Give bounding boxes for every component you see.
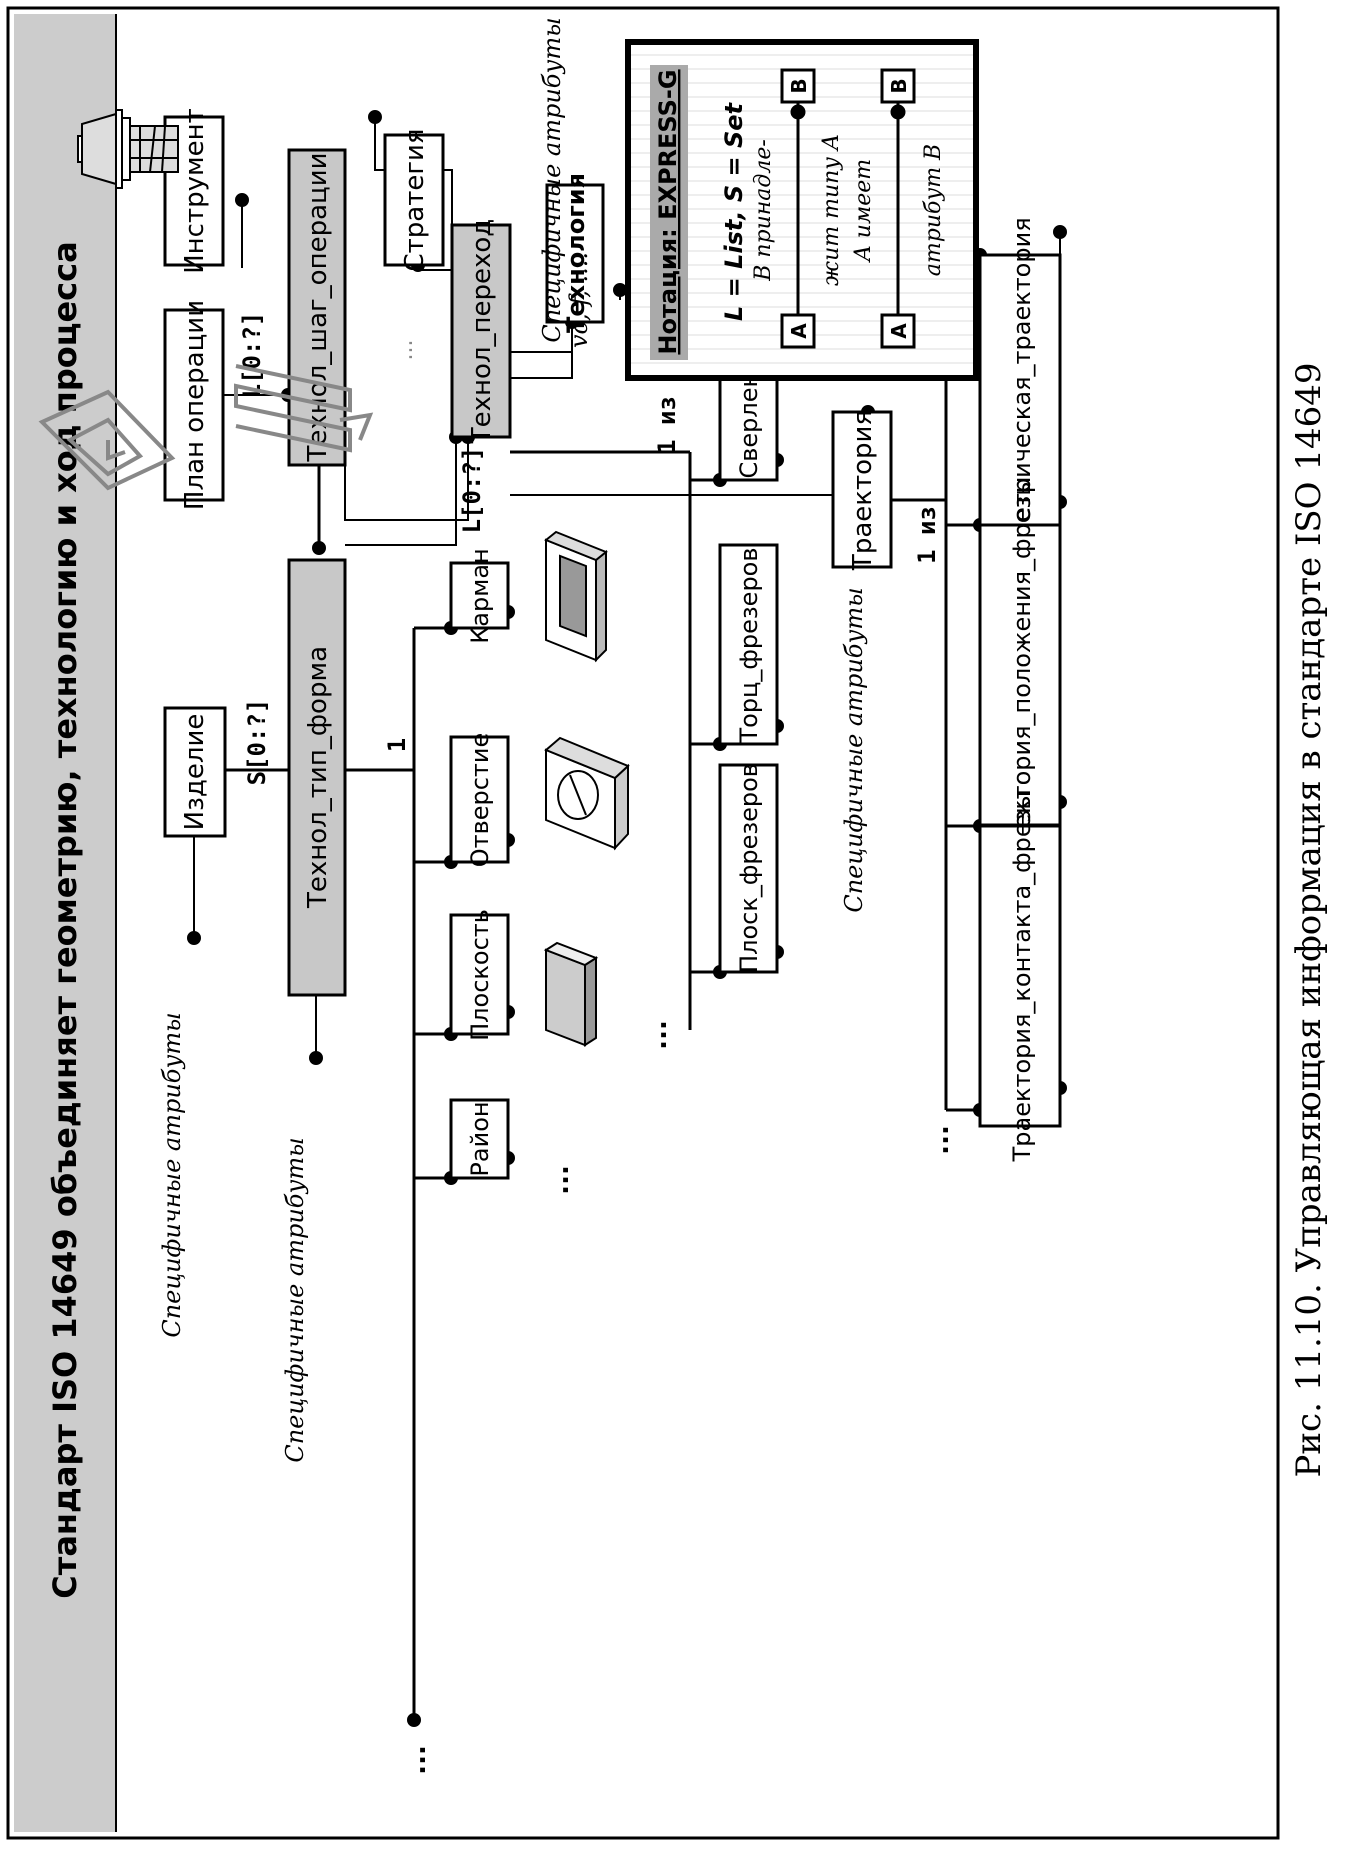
strategy-zigzag-icon (234, 364, 374, 453)
svg-text:Плоск_фрезеров: Плоск_фрезеров (735, 763, 763, 973)
legend-belongs-1: B принадле- (751, 139, 776, 282)
svg-text:Технол_переход: Технол_переход (467, 219, 497, 445)
svg-text:Траектория_контакта_фрезы: Траектория_контакта_фрезы (1008, 791, 1036, 1163)
label-one-of-trajectories: 1 из (913, 506, 941, 564)
ellipsis-strategy-sketch: ... (393, 340, 418, 361)
svg-text:Отверстие: Отверстие (466, 733, 494, 868)
ellipsis-form-types: ... (402, 1745, 432, 1775)
svg-text:Технол_тип_форма: Технол_тип_форма (303, 646, 333, 909)
svg-text:Стратегия: Стратегия (400, 128, 430, 271)
figure-title: Стандарт ISO 14649 объединяет геометрию,… (46, 241, 84, 1598)
legend-list-set: L = List, S = Set (720, 101, 748, 321)
legend-box-a2: A (887, 323, 911, 339)
title-band (14, 14, 116, 1832)
svg-text:Торц_фрезеров: Торц_фрезеров (735, 547, 763, 743)
legend-title: Нотация: EXPRESS-G (654, 69, 682, 354)
entity-traektoriya-kontakta-frezy: Траектория_контакта_фрезы (978, 791, 1062, 1163)
svg-text:Плоскость: Плоскость (466, 909, 494, 1041)
entity-plan-operatsii: План операции (163, 300, 225, 510)
svg-text:Карман: Карман (466, 548, 494, 643)
entity-ploskost: Плоскость (449, 909, 510, 1041)
svg-text:План операции: План операции (180, 300, 210, 510)
svg-text:Траектория_положения_фрезы: Траектория_положения_фрезы (1008, 477, 1036, 875)
label-one-of-operations: 1 из (653, 396, 681, 454)
legend-has-attr-2: атрибут B (921, 144, 946, 276)
svg-text:Инструмент: Инструмент (180, 108, 210, 274)
strategy-spiral-icon (38, 389, 176, 491)
entity-izdelie: Изделие (163, 706, 227, 838)
legend-has-attr-1: A имеет (851, 159, 876, 263)
legend-box-b1: B (787, 78, 811, 93)
entity-raion: Район (449, 1098, 510, 1180)
ellipsis-form-sketch: ... (545, 1165, 575, 1195)
specific-attributes-trajectory: Специфичные атрибуты (840, 587, 868, 912)
label-one: 1 (383, 738, 411, 752)
plane-shape-icon (543, 941, 599, 1047)
specific-attributes-form: Специфичные атрибуты (281, 1137, 309, 1462)
specific-attributes-izdelie: Специфичные атрибуты (158, 1012, 186, 1337)
entity-strategiya: Стратегия (383, 128, 445, 272)
svg-text:Изделие: Изделие (180, 714, 210, 831)
entity-otverstie: Отверстие (449, 733, 510, 868)
svg-text:Траектория: Траектория (848, 410, 878, 571)
entity-torts-frezerov: Торц_фрезеров (718, 543, 779, 746)
entity-plosk-frezerov: Плоск_фрезеров (718, 763, 779, 974)
legend-box-a1: A (787, 323, 811, 339)
milling-tool-icon (77, 109, 179, 189)
entity-tekhnol-perekhod: Технол_переход (450, 219, 512, 445)
cardinality-s: S[0:?] (243, 699, 271, 786)
cardinality-l-plan: L[0:?] (238, 312, 266, 399)
svg-text:Технол_шаг_операции: Технол_шаг_операции (303, 152, 333, 462)
hole-shape-icon (544, 736, 630, 851)
pocket-shape-icon (544, 530, 608, 663)
figure-caption: Рис. 11.10. Управляющая информация в ста… (1289, 362, 1329, 1477)
legend: Нотация: EXPRESS-G L = List, S = Set A B… (625, 39, 979, 381)
connectors (193, 120, 980, 1720)
cardinality-l-step: L[0:?] (458, 447, 486, 534)
specific-attributes-technology: Специфичные атрибуты (538, 17, 566, 342)
ellipsis-operations: ... (643, 1020, 673, 1050)
svg-text:Район: Район (466, 1101, 494, 1176)
technology-params: vc, f, .... (565, 252, 593, 348)
entity-traektoriya-polozheniya-frezy: Траектория_положения_фрезы (978, 477, 1062, 875)
entity-tekhnol-tip-forma: Технол_тип_форма (287, 558, 347, 997)
entity-tekhnologiya: Технология (545, 173, 605, 333)
entity-traektoriya: Траектория (831, 410, 893, 571)
ellipsis-trajectories: ... (925, 1125, 955, 1155)
entity-tekhnol-shag-operatsii: Технол_шаг_операции (287, 148, 347, 467)
entity-karman: Карман (449, 548, 510, 644)
svg-text:Технология: Технология (562, 173, 590, 333)
legend-box-b2: B (887, 78, 911, 93)
legend-belongs-2: жит типу A (819, 134, 844, 286)
